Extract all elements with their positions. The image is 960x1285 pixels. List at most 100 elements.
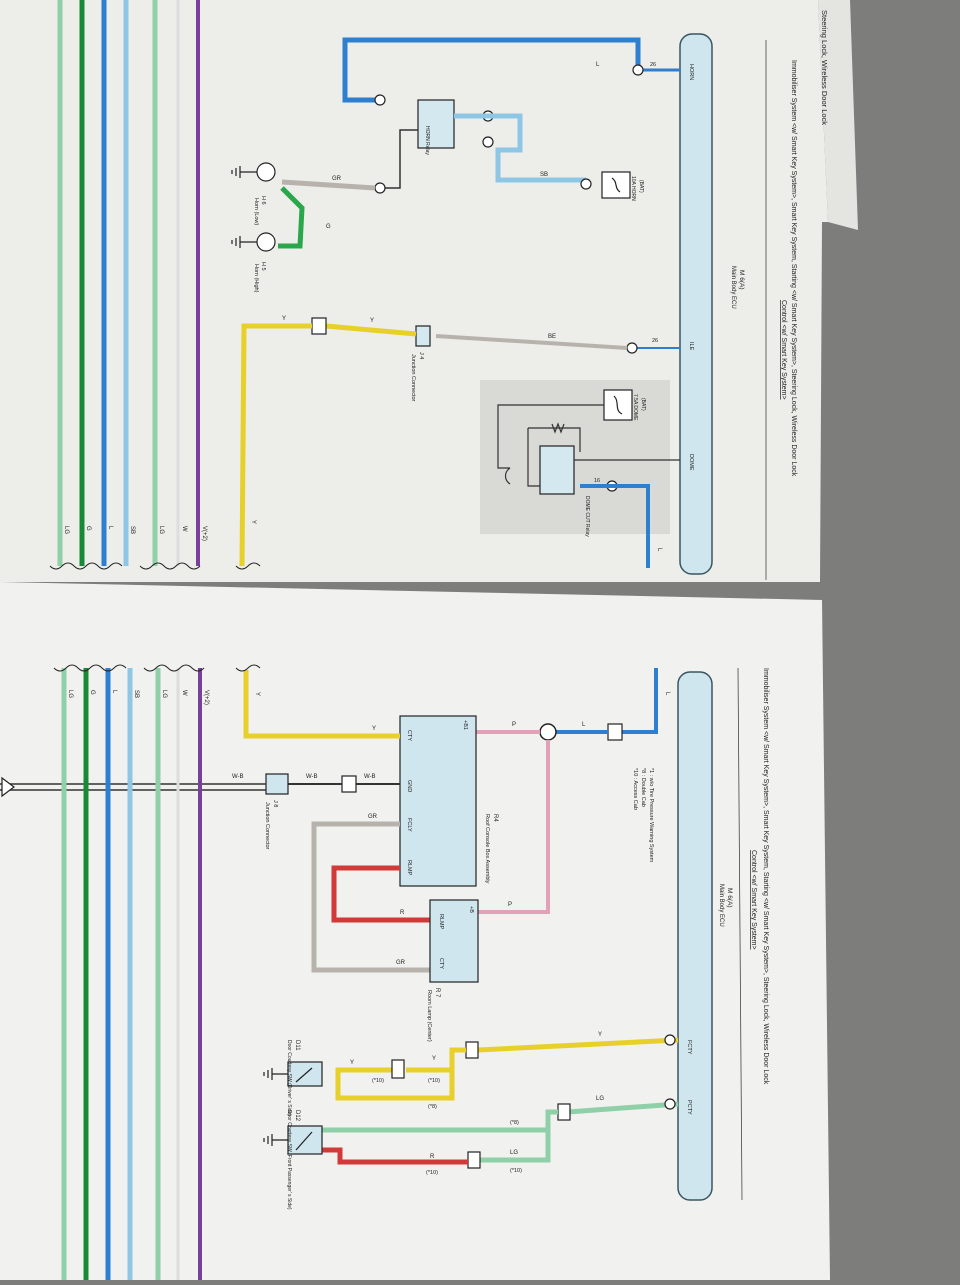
top-be-label: BE (548, 334, 556, 340)
bottom-bus-label: G (89, 690, 95, 695)
bottom-bus-label: W (181, 690, 187, 696)
top-ile-pin-number: 26 (652, 338, 658, 344)
top-bus-label: V(+2) (201, 526, 207, 541)
top-g-label: G (326, 224, 331, 230)
top-ecu-name: Main Body ECU (730, 266, 736, 309)
bottom-bus-label: L (111, 690, 117, 694)
bottom-title-rule (737, 667, 743, 1201)
top-bus-label: LG (63, 526, 69, 534)
horn-low-name: Horn (Low) (253, 198, 259, 225)
top-gr-label: GR (332, 176, 342, 182)
top-horn-pin-number: 26 (650, 62, 656, 68)
bottom-lg-label-1: LG (596, 1096, 604, 1102)
d11-connector (391, 1059, 405, 1079)
splice-point (539, 723, 557, 741)
note-1: *1 : w/o Tire Pressure Warning System (648, 768, 654, 863)
top-dome-pin-number: 16 (594, 478, 600, 484)
note-2: *8 : Double Cab (640, 768, 646, 807)
bottom-p-label-1: P (512, 722, 516, 728)
d12-code: D12 (294, 1110, 300, 1122)
bottom-gnd-connector (341, 775, 357, 793)
bottom-y-label-4: Y (432, 1056, 436, 1062)
top-page-title: Immobiliser System <w/ Smart Key System>… (790, 60, 797, 477)
bottom-page-title: Immobiliser System <w/ Smart Key System>… (762, 668, 769, 1085)
horn-low-code: H 6 (260, 196, 266, 205)
top-bus-label: SB (129, 526, 135, 534)
dome-shaded-area (480, 380, 670, 534)
top-y-label-2: Y (282, 316, 286, 322)
top-relay-connector-3 (482, 136, 494, 148)
d11-ground-icon (263, 1068, 288, 1080)
bottom-mark-8-b: (*8) (510, 1120, 519, 1126)
bottom-mark-10-b: (*10) (372, 1078, 384, 1084)
bottom-p-wire-2 (478, 740, 550, 914)
top-pin-ile: ILE (688, 342, 694, 351)
horn-relay-label: HORN Relay (424, 126, 430, 155)
top-main-body-ecu (679, 33, 713, 575)
r7-pin-rlmp: RLMP (438, 914, 444, 930)
top-bus-label: G (85, 526, 91, 531)
r4-roof-console-box (399, 715, 477, 887)
top-edge-title: Steering Lock, Wireless Door Lock (820, 10, 829, 125)
r4-pin-b1: +B1 (462, 720, 468, 730)
top-page: Steering Lock, Wireless Door Lock Immobi… (0, 0, 858, 582)
bottom-l-connector (607, 723, 623, 741)
pcty-connector-2 (557, 1103, 571, 1121)
top-sb-label: SB (540, 172, 548, 178)
note-3: *10 : Access Cab (632, 768, 638, 810)
dome-ground-arc (504, 467, 511, 485)
j8-code: J 8 (272, 800, 278, 807)
top-ile-y-wire (325, 323, 417, 337)
horn-low-ground-icon (231, 166, 257, 178)
d11-code: D11 (294, 1040, 300, 1051)
top-ile-be-wire (435, 334, 628, 350)
j4-code: J 4 (418, 352, 424, 359)
dome-resistor-wire (528, 427, 581, 452)
d12-name: Door Courtesy SW (Front Passenger' s Sid… (286, 1110, 292, 1210)
underlying-sheet (818, 0, 858, 230)
r4-name: Roof Console Box Assembly (484, 814, 490, 884)
ground-triangle-icon (1, 776, 15, 798)
dome-fuse-wire (497, 404, 604, 469)
bottom-y-wire (243, 670, 400, 739)
top-horn-sb-wire (454, 113, 586, 183)
horn-fuse-symbol (611, 177, 621, 193)
bottom-mark-8-a: (*8) (428, 1104, 437, 1110)
dome-relay-wires (527, 428, 680, 487)
top-page-subtitle: Control <w/ Smart Key System> (780, 300, 787, 400)
j4-name: Junction Connector (410, 354, 416, 402)
fcty-connector-2 (465, 1041, 479, 1059)
bottom-p-label-2: P (508, 902, 512, 908)
bottom-l-wire (620, 668, 658, 734)
dome-fuse-label-a: (BAT) (640, 398, 646, 411)
top-pin-horn: HORN (688, 64, 694, 80)
top-dome-blue-wire (580, 484, 650, 568)
horn-relay (417, 99, 455, 149)
pcty-connector (664, 1098, 676, 1110)
r4-code: R4 (492, 814, 498, 822)
dome-resistor-icon (551, 422, 565, 434)
horn-high-code: H 5 (260, 262, 266, 271)
horn-fuse-label-a: (BAT) (638, 180, 644, 193)
bottom-r-wire (331, 865, 430, 923)
bottom-mark-10-c: (*10) (510, 1168, 522, 1174)
top-relay-out-wire (380, 129, 418, 189)
top-horn-out-connector (374, 182, 386, 194)
horn-low-icon (256, 162, 276, 182)
top-horn-wire-label: L (596, 62, 600, 68)
j8-junction-connector (265, 773, 289, 795)
r7-name: Room Lamp (Center) (426, 990, 432, 1042)
r4-pin-gnd: GND (406, 780, 412, 792)
bottom-bus-label: LG (67, 690, 73, 698)
horn-high-icon (256, 232, 276, 252)
bottom-y-label-3: Y (598, 1032, 602, 1038)
bottom-wb-label-2: W-B (306, 774, 318, 780)
bottom-page-sheet (0, 582, 830, 1280)
top-pin-dome: DOME (688, 454, 694, 471)
bottom-page-subtitle: Control <w/ Smart Key System> (750, 850, 757, 950)
top-dome-l-label: L (656, 548, 662, 552)
bottom-wb-label-1: W-B (364, 774, 376, 780)
bottom-pin-pcty: PCTY (686, 1100, 692, 1115)
